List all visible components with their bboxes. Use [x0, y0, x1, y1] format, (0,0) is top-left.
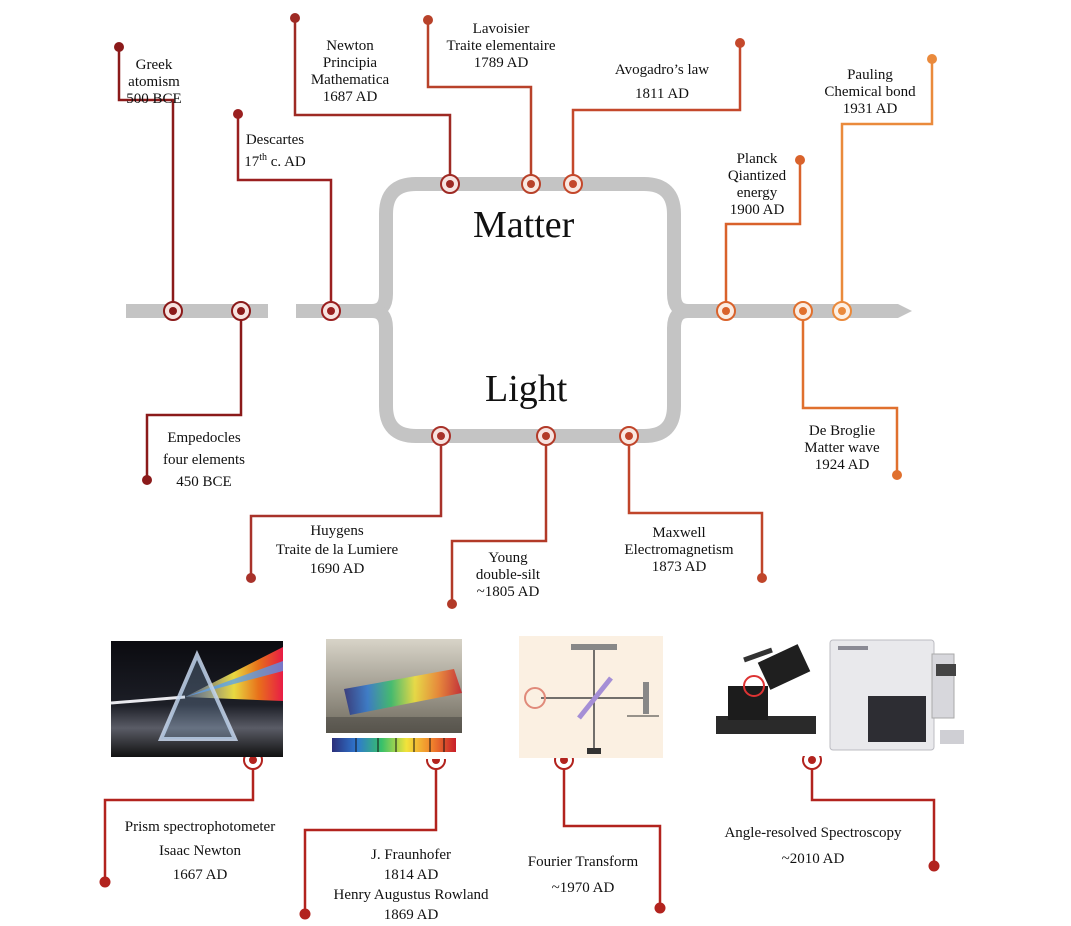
connector-fourier	[562, 760, 662, 908]
node-maxwell	[619, 426, 639, 446]
connector-prism	[103, 760, 255, 882]
connector-planck	[724, 160, 802, 311]
node-newton	[440, 174, 460, 194]
node-debroglie	[793, 301, 813, 321]
end-dot-planck	[795, 155, 805, 165]
end-dot-prism	[99, 876, 111, 888]
node-lavoisier	[521, 174, 541, 194]
connector-pauling	[840, 59, 934, 311]
node-avogadro	[563, 174, 583, 194]
timeline-break	[272, 299, 296, 323]
instrument-arpes-label: Angle-resolved Spectroscopy~2010 AD	[724, 825, 902, 867]
node-greek	[163, 301, 183, 321]
end-dot-pauling	[927, 54, 937, 64]
arpes-instrument-image	[710, 630, 968, 756]
instrument-fourier-label: Fourier Transform~1970 AD	[527, 854, 639, 896]
node-pauling	[832, 301, 852, 321]
end-dot-maxwell	[757, 573, 767, 583]
connector-greek	[117, 47, 175, 311]
node-young	[536, 426, 556, 446]
connector-maxwell	[627, 436, 764, 578]
end-dot-fraunhofer	[299, 908, 311, 920]
connector-newton	[293, 18, 452, 184]
connector-debroglie	[801, 311, 899, 475]
node-huygens	[431, 426, 451, 446]
node-descartes	[321, 301, 341, 321]
end-dot-descartes	[233, 109, 243, 119]
end-dot-fourier	[654, 902, 666, 914]
end-dot-arpes	[928, 860, 940, 872]
end-dot-avogadro	[735, 38, 745, 48]
end-dot-debroglie	[892, 470, 902, 480]
light-label: Light	[485, 368, 568, 410]
end-dot-empedocles	[142, 475, 152, 485]
node-empedocles	[231, 301, 251, 321]
node-planck	[716, 301, 736, 321]
prism-image	[111, 641, 283, 757]
connector-young	[450, 436, 548, 604]
end-dot-young	[447, 599, 457, 609]
event-descartes-label: Descartes 17th c. AD	[244, 132, 306, 170]
end-dot-lavoisier	[423, 15, 433, 25]
timeline-arrow-head	[898, 304, 912, 318]
connector-lavoisier	[426, 20, 533, 184]
end-dot-greek	[114, 42, 124, 52]
connector-empedocles	[145, 311, 243, 480]
connector-avogadro	[571, 43, 742, 184]
diffraction-grating-image	[326, 639, 462, 759]
connector-descartes	[236, 114, 333, 311]
connector-huygens	[249, 436, 443, 578]
matter-label: Matter	[473, 204, 575, 246]
end-dot-newton	[290, 13, 300, 23]
connector-arpes	[810, 760, 936, 866]
end-dot-huygens	[246, 573, 256, 583]
connector-fraunhofer	[303, 760, 438, 914]
interferometer-image	[519, 636, 663, 758]
